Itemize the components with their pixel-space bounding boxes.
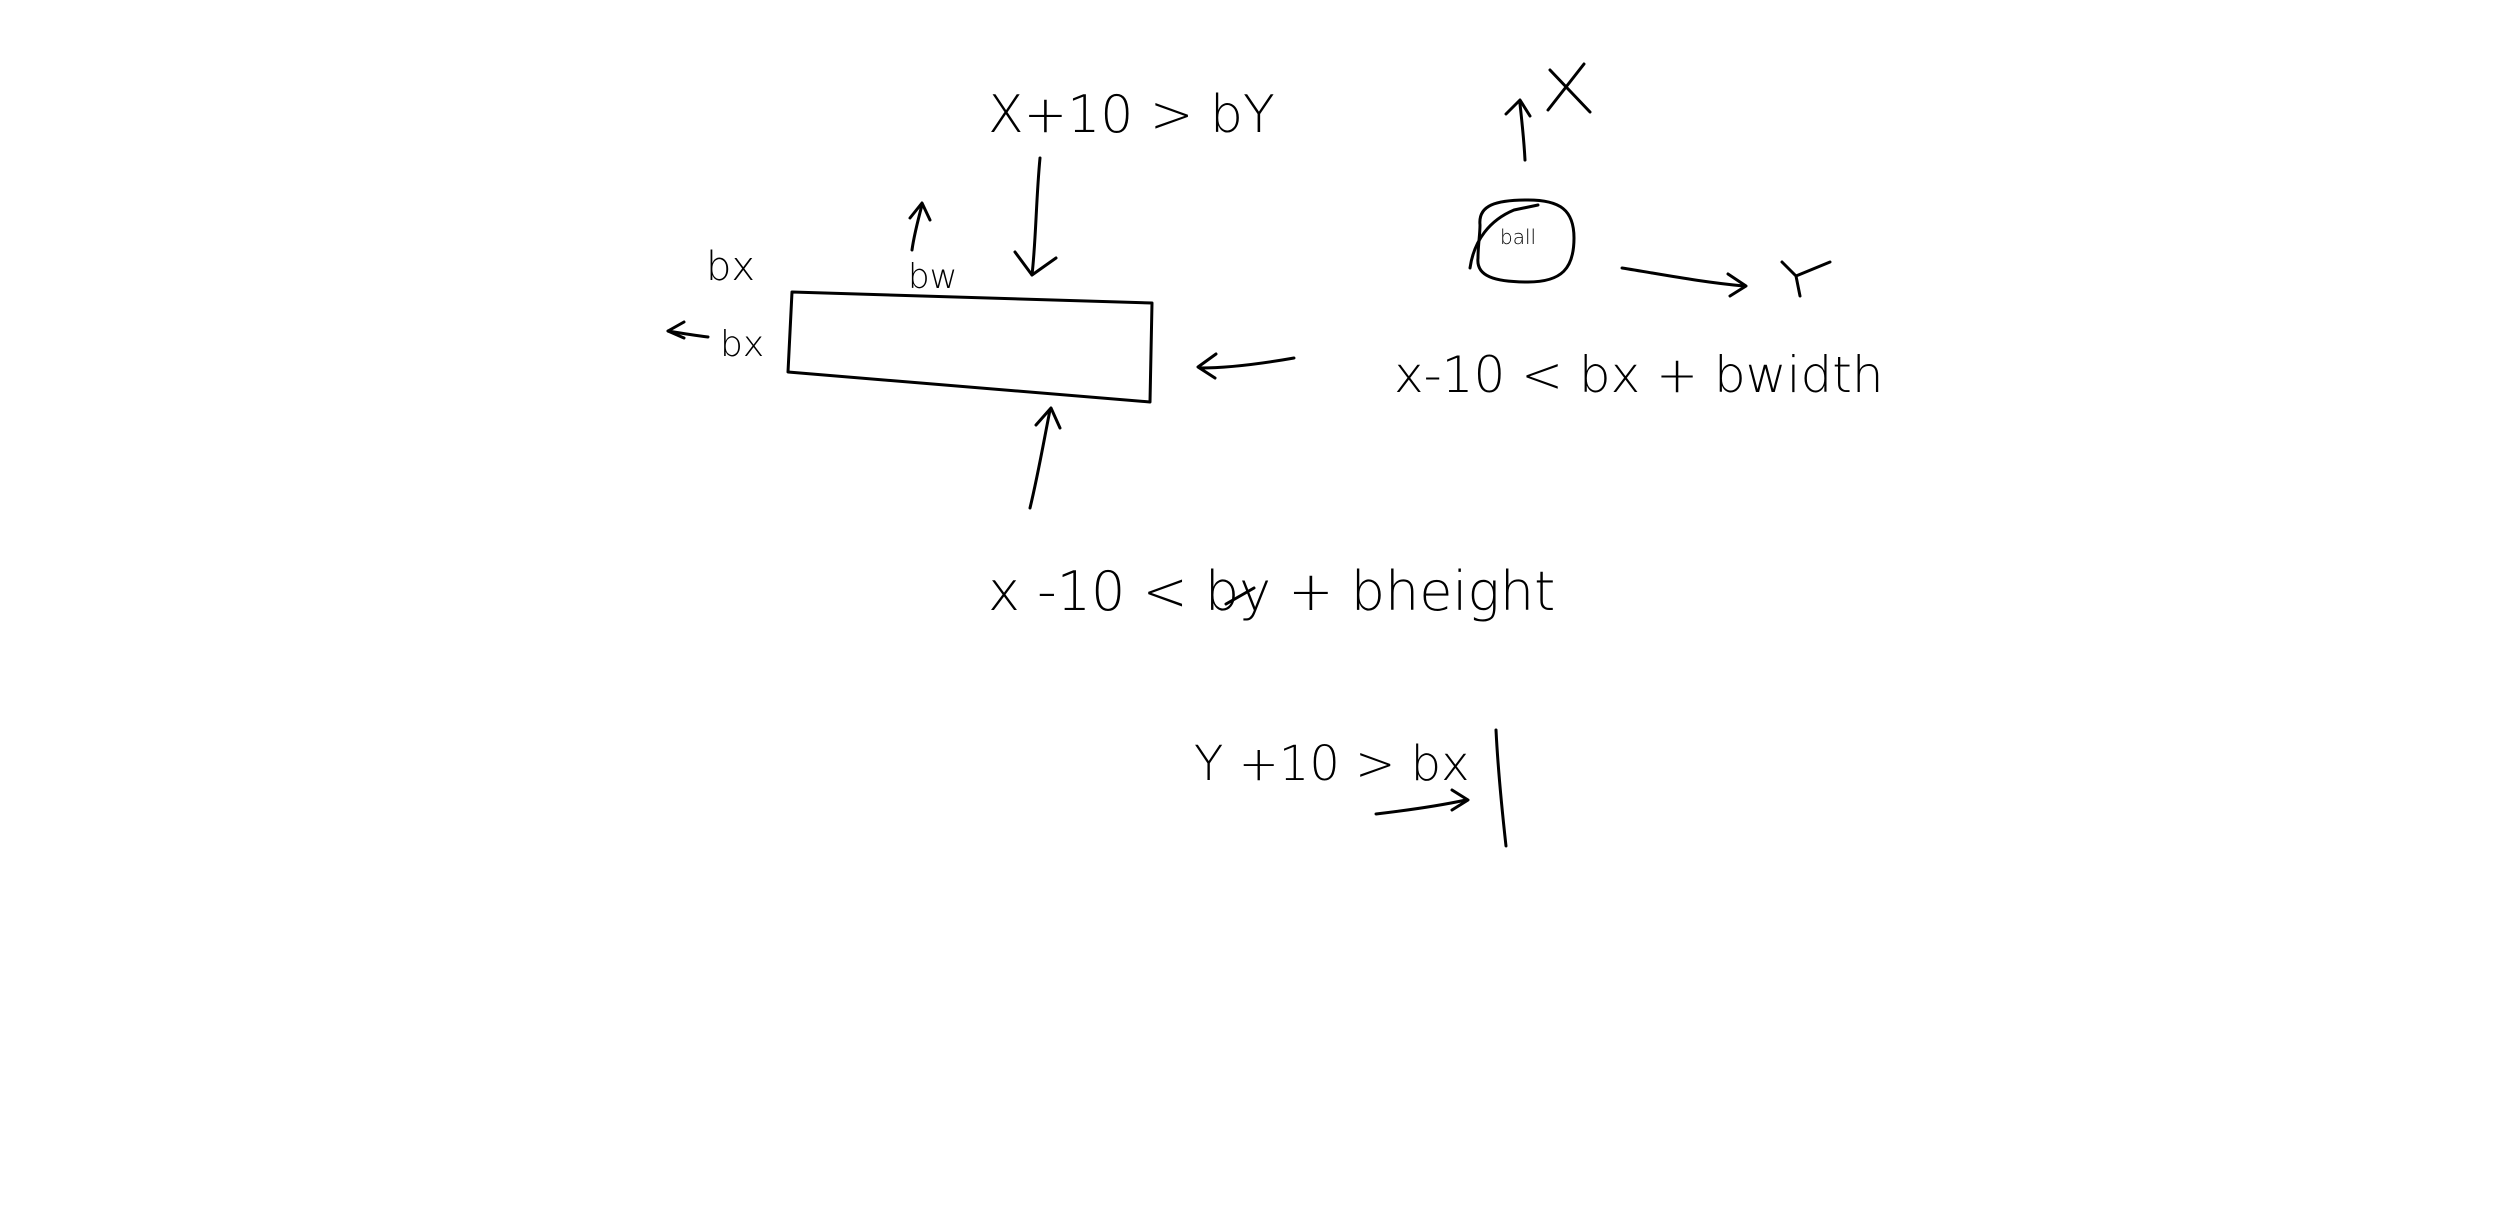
- arrow-right-into-head: [1196, 352, 1218, 380]
- arrow-left-head: [666, 320, 686, 340]
- arrow-bw-up: [910, 203, 924, 252]
- axis-y-mark: [1780, 260, 1832, 298]
- label-bottom-condition: x -10 < by + bheight: [988, 560, 1555, 623]
- label-axis-x: X: [1552, 109, 1554, 111]
- axis-x-mark-2: [1546, 62, 1586, 112]
- arrow-ball-up: [1518, 102, 1527, 162]
- label-top-bw: bw: [908, 257, 957, 297]
- ball-circle: [1476, 198, 1576, 284]
- strike-by: [1224, 586, 1256, 606]
- arrow-wall-right: [1374, 798, 1468, 816]
- label-right-condition: x-10 < bx + bwidth: [1394, 346, 1884, 404]
- label-left-bx: bx: [720, 324, 764, 365]
- arrow-ball-right: [1620, 266, 1746, 288]
- label-ball: ball: [1500, 225, 1536, 249]
- arrow-wall-right-head: [1450, 788, 1470, 812]
- label-lower-condition: Y +10 > bx: [1194, 736, 1469, 792]
- label-top-condition: X+10 > bY: [988, 85, 1275, 145]
- arrow-bottom-up: [1028, 408, 1052, 510]
- arrow-right-into: [1198, 356, 1296, 370]
- wall-line: [1494, 728, 1508, 848]
- label-top-left-bx: bx: [706, 244, 755, 290]
- arrow-ball-up-head: [1504, 98, 1532, 118]
- ball-inner-stroke: [1468, 203, 1540, 270]
- arrow-top-down: [1030, 156, 1042, 277]
- brick-rectangle: [786, 290, 1154, 404]
- arrow-ball-right-head: [1726, 272, 1748, 298]
- arrow-top-down-head: [1013, 250, 1058, 277]
- label-axis-y: Y: [1780, 295, 1782, 297]
- arrow-bottom-up-head: [1034, 406, 1062, 430]
- axis-x-mark-1: [1548, 68, 1592, 114]
- arrow-bw-up-head: [908, 201, 932, 222]
